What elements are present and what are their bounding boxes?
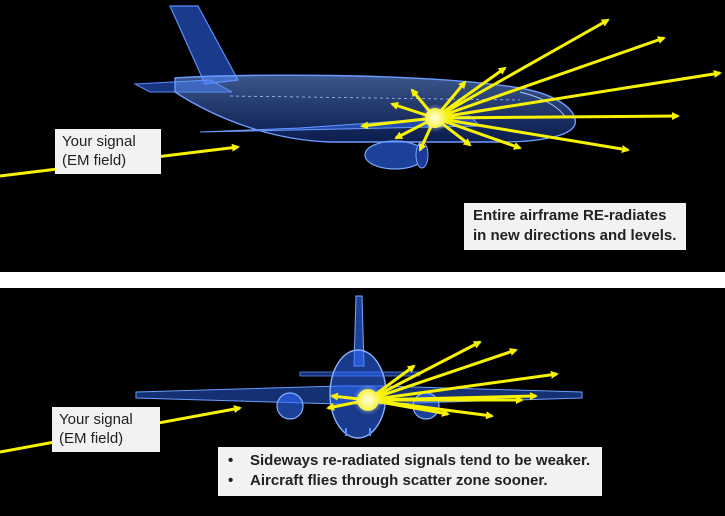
- signal-label-line1: Your signal: [59, 411, 133, 428]
- signal-label-line1: Your signal: [62, 133, 136, 150]
- caption-box-top: Entire airframe RE-radiates in new direc…: [464, 203, 687, 250]
- aircraft-front-view-icon: [0, 295, 583, 454]
- bottom-diagram-panel: Your signal (EM field) • Sideways re-rad…: [0, 288, 725, 516]
- bullet-text: Sideways re-radiated signals tend to be …: [250, 452, 591, 469]
- caption-line1: Entire airframe RE-radiates: [473, 207, 667, 224]
- signal-label-line2: (EM field): [59, 430, 124, 447]
- signal-label-bottom: Your signal (EM field): [52, 407, 160, 452]
- caption-line2: in new directions and levels.: [473, 227, 677, 244]
- bullet-glyph: •: [228, 472, 234, 489]
- top-diagram-panel: Your signal (EM field) Entire airframe R…: [0, 0, 725, 272]
- aircraft-side-view-icon: [0, 5, 722, 178]
- signal-label-line2: (EM field): [62, 152, 127, 169]
- bullet-item: • Aircraft flies through scatter zone so…: [228, 471, 590, 491]
- bullet-text: Aircraft flies through scatter zone soon…: [250, 472, 548, 489]
- bullet-item: • Sideways re-radiated signals tend to b…: [228, 451, 590, 471]
- signal-label-top: Your signal (EM field): [55, 129, 161, 174]
- bullet-glyph: •: [228, 452, 234, 469]
- bullet-box-bottom: • Sideways re-radiated signals tend to b…: [218, 447, 603, 496]
